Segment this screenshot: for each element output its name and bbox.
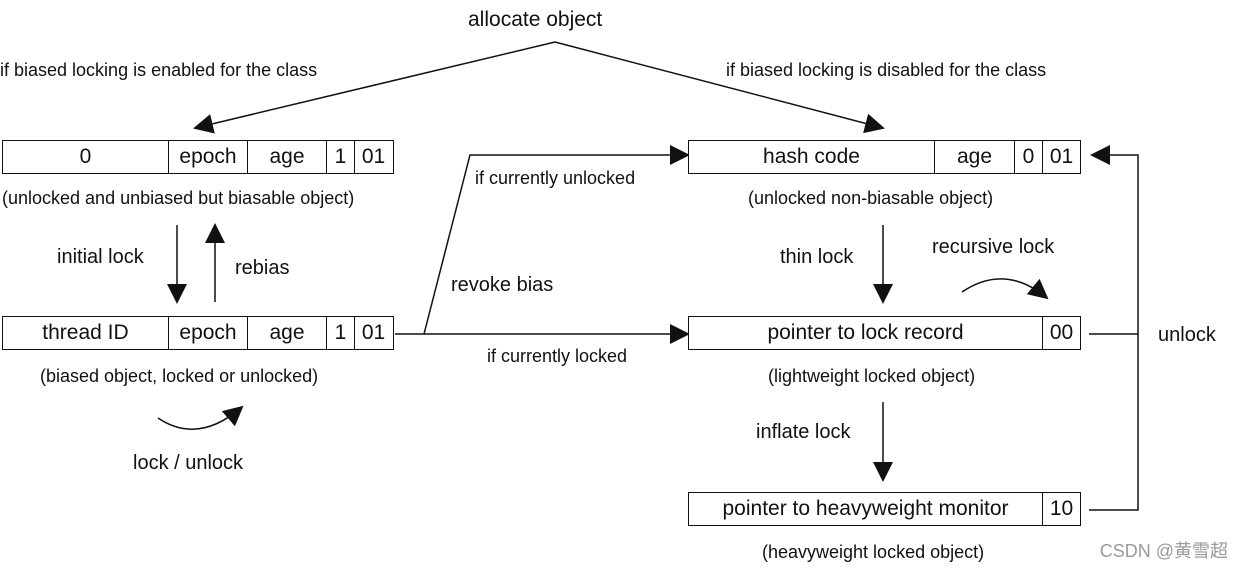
enabled-label: if biased locking is enabled for the cla… [0, 60, 318, 80]
unbiasable-object-box: hash code age 0 01 [688, 140, 1081, 174]
thin-lock-label: thin lock [780, 246, 854, 268]
lightweight-cell-pointer: pointer to lock record [767, 321, 964, 344]
biasable-cell-bias-bit: 1 [326, 141, 354, 173]
biasable-cell-age: age [247, 141, 326, 173]
biasable-cell-0: 0 [79, 145, 92, 168]
biased-object-box: thread ID epoch age 1 01 [2, 316, 394, 350]
arrow-lock-unlock [157, 405, 244, 430]
biasable-cell-epoch: epoch [168, 141, 247, 173]
biasable-caption: (unlocked and unbiased but biasable obje… [2, 188, 355, 208]
biased-cell-thread-id: thread ID [42, 321, 129, 344]
lightweight-cell-lock-bits: 00 [1042, 317, 1080, 349]
unbiasable-cell-lock-bits: 01 [1042, 141, 1080, 173]
heavyweight-caption: (heavyweight locked object) [762, 542, 985, 562]
if-currently-unlocked-label: if currently unlocked [475, 168, 636, 188]
biased-cell-age: age [247, 317, 326, 349]
recursive-lock-label: recursive lock [932, 236, 1055, 258]
initial-lock-label: initial lock [57, 246, 144, 268]
heavyweight-cell-lock-bits: 10 [1042, 493, 1080, 525]
biased-cell-bias-bit: 1 [326, 317, 354, 349]
lightweight-object-box: pointer to lock record 00 [688, 316, 1081, 350]
arrow-unlock-loop [1089, 155, 1139, 511]
revoke-bias-label: revoke bias [451, 274, 554, 296]
heavyweight-cell-pointer: pointer to heavyweight monitor [722, 497, 1009, 520]
biased-cell-lock-bits: 01 [354, 317, 392, 349]
inflate-lock-label: inflate lock [756, 421, 851, 443]
unbiasable-cell-age: age [934, 141, 1014, 173]
arrow-if-unlocked [395, 145, 690, 335]
biasable-cell-lock-bits: 01 [354, 141, 392, 173]
biased-caption: (biased object, locked or unlocked) [40, 366, 319, 386]
rebias-label: rebias [235, 257, 290, 279]
disabled-label: if biased locking is disabled for the cl… [726, 60, 1047, 80]
biased-cell-epoch: epoch [168, 317, 247, 349]
unbiasable-caption: (unlocked non-biasable object) [748, 188, 994, 208]
arrow-to-biasable [193, 41, 556, 134]
arrow-to-unbiasable [554, 41, 885, 134]
unbiasable-cell-bias-bit: 0 [1014, 141, 1042, 173]
allocate-object-label: allocate object [468, 8, 603, 31]
biasable-object-box: 0 epoch age 1 01 [2, 140, 394, 174]
unlock-label: unlock [1158, 324, 1216, 346]
watermark: CSDN @黄雪超 [1099, 541, 1228, 561]
heavyweight-object-box: pointer to heavyweight monitor 10 [688, 492, 1081, 526]
lock-unlock-label: lock / unlock [133, 452, 244, 474]
arrow-recursive [961, 278, 1049, 300]
unbiasable-cell-hash-code: hash code [763, 145, 860, 168]
lightweight-caption: (lightweight locked object) [768, 366, 976, 386]
if-currently-locked-label: if currently locked [487, 346, 628, 366]
